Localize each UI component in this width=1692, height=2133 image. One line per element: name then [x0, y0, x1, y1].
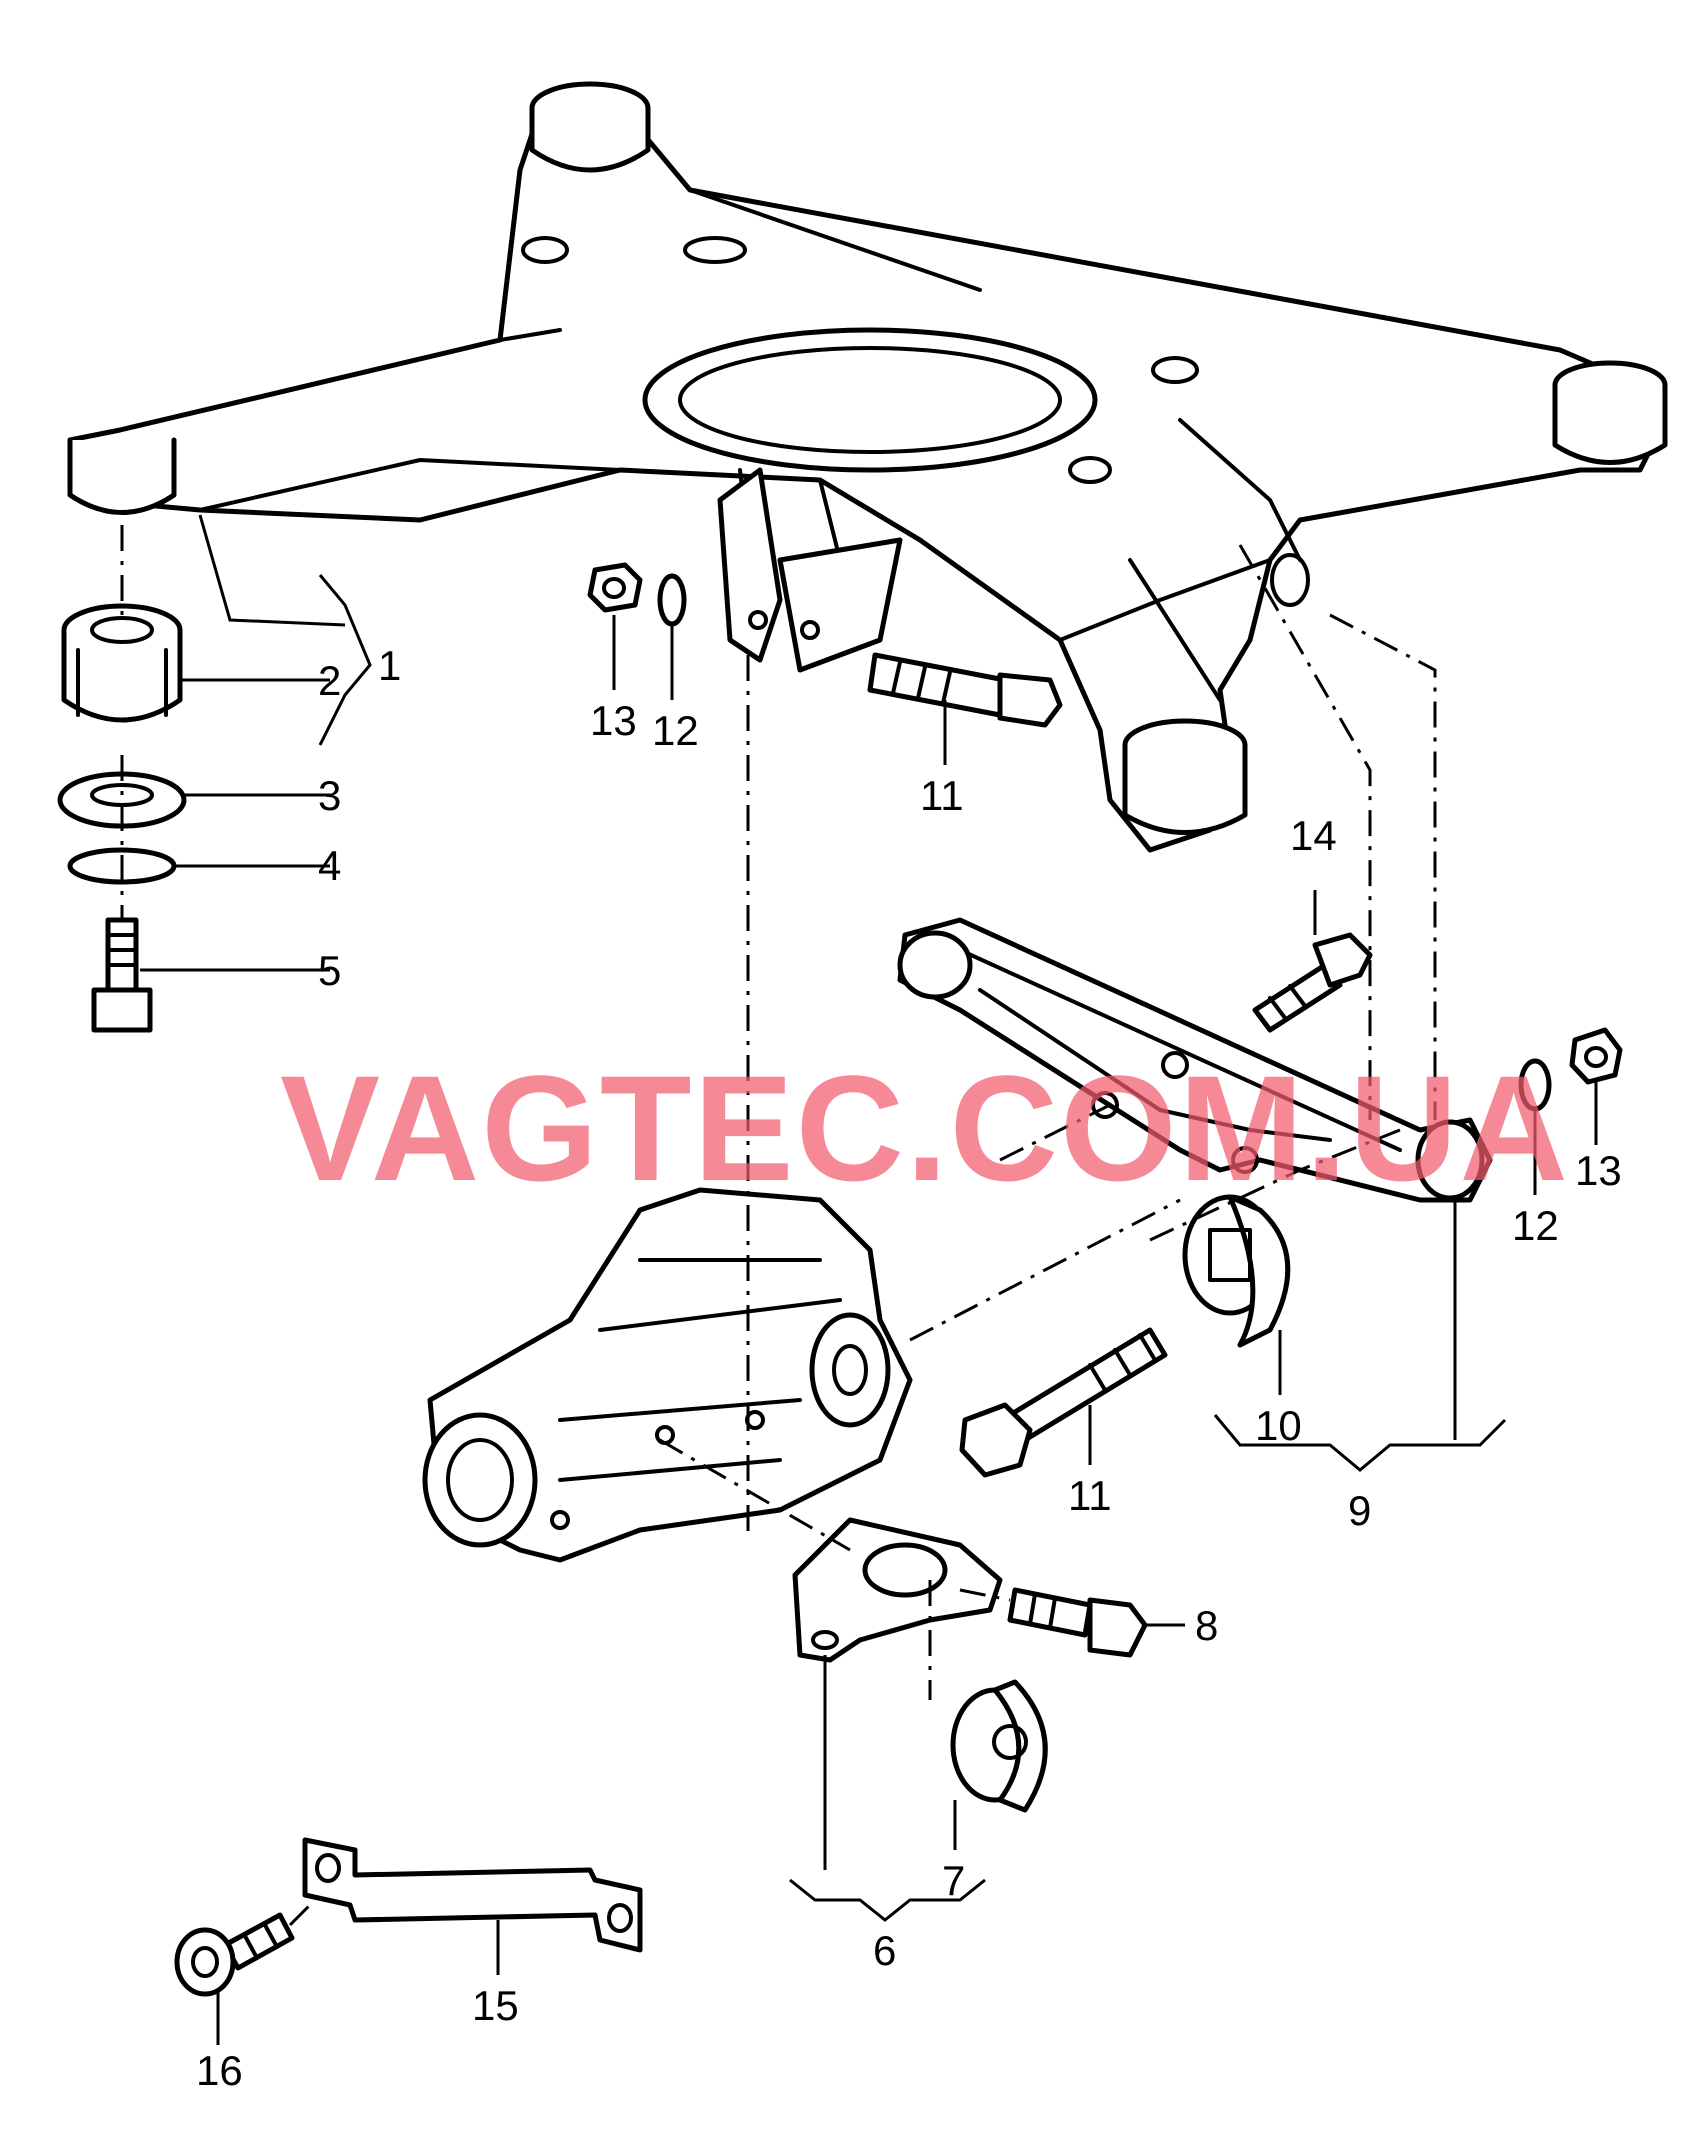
callout-labels: 1 2 3 4 5 13 12 11 14 13 12 10 11 9 8 7 …	[196, 642, 1622, 2094]
callout-16: 16	[196, 2047, 243, 2094]
subframe	[67, 81, 1668, 853]
washer-part-12-right	[1518, 1058, 1552, 1112]
bushing-part-7	[950, 1679, 1048, 1813]
callout-10: 10	[1255, 1402, 1302, 1449]
bracket-part-6	[792, 1517, 1003, 1663]
callout-13-top: 13	[590, 697, 637, 744]
bushing-part-10	[1182, 1194, 1291, 1348]
callout-12-right: 12	[1512, 1202, 1559, 1249]
callout-11-top: 11	[920, 772, 964, 819]
callout-6: 6	[873, 1927, 896, 1974]
callout-15: 15	[472, 1982, 519, 2029]
washer-part-12-top	[657, 573, 687, 627]
callout-11-lower: 11	[1068, 1472, 1112, 1519]
support-arm-part-9	[897, 917, 1493, 1203]
callout-3: 3	[318, 772, 341, 819]
bolt-part-11-top	[867, 652, 1063, 728]
nut-part-13-right	[1569, 1027, 1623, 1085]
callout-1: 1	[378, 642, 401, 689]
assembly-centerlines	[120, 525, 1437, 1927]
bolt-part-8	[1007, 1587, 1148, 1658]
callout-9: 9	[1348, 1487, 1371, 1534]
leader-lines	[140, 514, 1598, 2045]
differential-housing	[422, 1187, 913, 1563]
callout-7: 7	[942, 1857, 965, 1904]
nut-part-13-top	[587, 562, 643, 613]
callout-4: 4	[318, 842, 341, 889]
bolt-part-16	[174, 1912, 295, 1997]
callout-12-top: 12	[652, 707, 699, 754]
strap-part-15	[302, 1837, 643, 1953]
bushing-part-2	[61, 603, 183, 723]
callout-13-right: 13	[1575, 1147, 1622, 1194]
callout-2: 2	[318, 657, 341, 704]
bolt-part-11-lower	[959, 1327, 1168, 1478]
callout-8: 8	[1195, 1602, 1218, 1649]
watermark: VAGTEC.COM.UA	[280, 1044, 1570, 1212]
bolt-part-14	[1252, 932, 1373, 1033]
bolt-part-5	[91, 917, 153, 1033]
callout-5: 5	[318, 947, 341, 994]
callout-14: 14	[1290, 812, 1337, 859]
